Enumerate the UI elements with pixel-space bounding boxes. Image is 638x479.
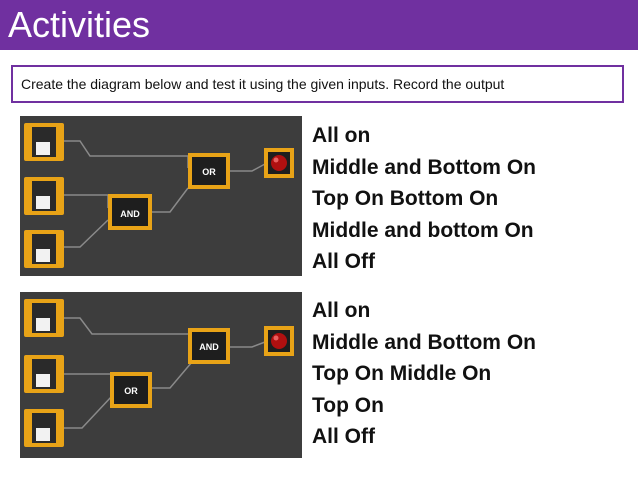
and-gate: AND [188, 328, 230, 364]
test-input-list-2: All on Middle and Bottom On Top On Middl… [312, 295, 536, 453]
list-item: Middle and Bottom On [312, 330, 536, 354]
instruction-box: Create the diagram below and test it usi… [11, 65, 624, 103]
instruction-text: Create the diagram below and test it usi… [21, 76, 505, 92]
switch-icon[interactable] [24, 355, 64, 393]
list-item: Middle and bottom On [312, 218, 534, 242]
gate-label: OR [202, 167, 216, 177]
list-item: All on [312, 299, 371, 322]
list-item: Top On [312, 393, 384, 417]
or-gate: OR [188, 153, 230, 189]
lamp-icon [264, 148, 294, 178]
gate-label: AND [120, 209, 140, 219]
switch-icon[interactable] [24, 299, 64, 337]
list-item: Middle and Bottom On [312, 155, 536, 179]
switch-icon[interactable] [24, 409, 64, 447]
page-title: Activities [8, 4, 151, 45]
switch-icon[interactable] [24, 230, 64, 268]
switch-icon[interactable] [24, 123, 64, 161]
switch-icon[interactable] [24, 177, 64, 215]
or-gate: OR [110, 372, 152, 408]
circuit-board [20, 292, 302, 458]
and-gate: AND [108, 194, 152, 230]
gate-label: OR [124, 386, 138, 396]
header-bar: Activities [0, 0, 638, 50]
list-item: All on [312, 124, 371, 147]
gate-label: AND [199, 342, 219, 352]
lamp-icon [264, 326, 294, 356]
list-item: All Off [312, 250, 375, 273]
test-input-list-1: All on Middle and Bottom On Top On Botto… [312, 120, 536, 278]
circuit-diagram-1: AND OR [20, 116, 302, 276]
list-item: Top On Bottom On [312, 187, 499, 210]
list-item: All Off [312, 425, 375, 448]
circuit-board [20, 116, 302, 276]
wires [64, 317, 266, 429]
circuit-diagram-2: OR AND [20, 292, 302, 458]
list-item: Top On Middle On [312, 362, 492, 385]
